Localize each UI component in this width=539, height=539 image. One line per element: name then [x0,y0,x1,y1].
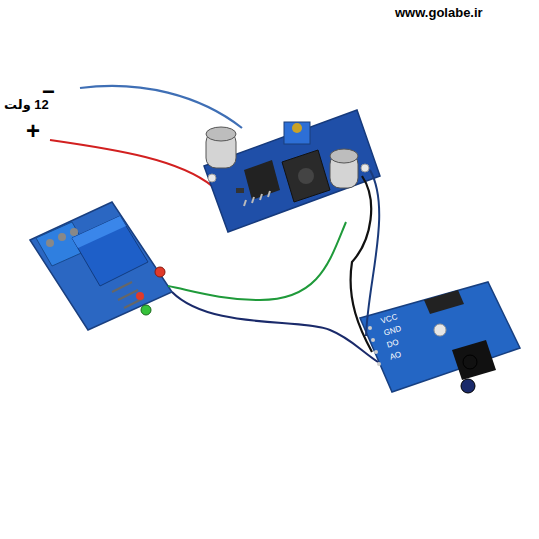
signal-wire [172,292,378,362]
ir-sensor-module [360,282,520,393]
ground-wire [351,176,372,352]
input-negative-wire [80,86,242,128]
watermark: www.golabe.ir [395,6,483,20]
relay-supply-wire [168,222,346,300]
negative-sign: − [42,80,55,104]
buck-converter [204,110,380,232]
relay-module [30,202,172,330]
input-positive-wire [50,140,212,186]
positive-sign: + [26,118,40,144]
supply-wire [366,170,379,336]
